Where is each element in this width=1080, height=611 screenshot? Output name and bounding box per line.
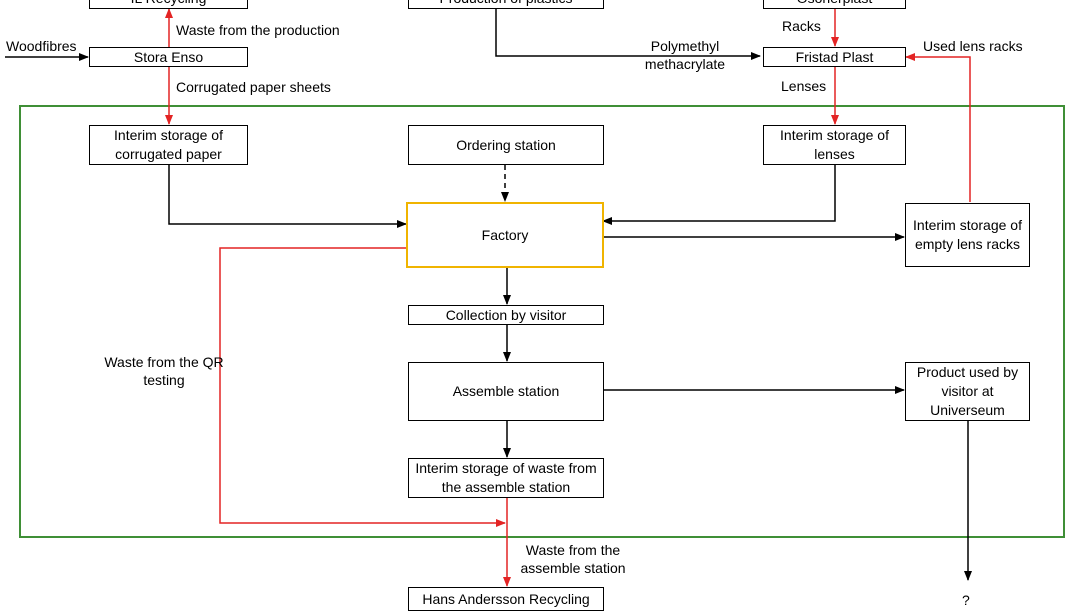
node-fristad-plast-label: Fristad Plast: [795, 48, 874, 65]
label-waste-qr: Waste from the QR testing: [104, 354, 224, 388]
label-lenses: Lenses: [781, 78, 827, 94]
node-interim-waste-assemble: Interim storage of waste from the assemb…: [408, 458, 604, 498]
node-osonerplast: Osonerplast: [763, 0, 906, 9]
node-interim-lenses: Interim storage of lenses: [763, 125, 906, 165]
node-product-used: Product used by visitor at Universeum: [905, 362, 1030, 421]
label-corrugated-sheets: Corrugated paper sheets: [176, 79, 331, 95]
node-osonerplast-label: Osonerplast: [797, 0, 872, 8]
node-stora-enso: Stora Enso: [89, 47, 248, 67]
node-collection-visitor: Collection by visitor: [408, 305, 604, 325]
node-il-recycling: IL Recycling: [89, 0, 248, 9]
end-symbol: ?: [962, 592, 970, 608]
node-interim-corrugated: Interim storage of corrugated paper: [89, 125, 248, 165]
node-fristad-plast: Fristad Plast: [763, 47, 906, 67]
node-interim-empty-racks: Interim storage of empty lens racks: [905, 203, 1030, 267]
label-used-lens-racks: Used lens racks: [923, 38, 1023, 54]
node-hans-andersson: Hans Andersson Recycling: [408, 587, 604, 611]
node-collection-visitor-label: Collection by visitor: [445, 306, 567, 323]
node-production-plastics-label: Production of plastics: [439, 0, 572, 8]
edge-waste-qr: [219, 247, 506, 527]
node-interim-lenses-label: Interim storage of lenses: [780, 127, 889, 162]
node-ordering-station: Ordering station: [408, 125, 604, 165]
node-interim-empty-racks-label: Interim storage of empty lens racks: [913, 217, 1022, 252]
node-product-used-label: Product used by visitor at Universeum: [916, 364, 1019, 418]
node-assemble-station: Assemble station: [408, 362, 604, 421]
node-assemble-station-label: Assemble station: [452, 383, 560, 399]
node-il-recycling-label: IL Recycling: [131, 0, 207, 8]
node-production-plastics: Production of plastics: [408, 0, 604, 9]
node-ordering-station-label: Ordering station: [456, 136, 556, 153]
node-interim-waste-assemble-label: Interim storage of waste from the assemb…: [415, 460, 597, 495]
label-waste-assemble: Waste from the assemble station: [520, 542, 626, 576]
label-waste-production: Waste from the production: [176, 22, 340, 38]
node-factory: Factory: [406, 202, 604, 268]
node-interim-corrugated-label: Interim storage of corrugated paper: [114, 127, 223, 162]
label-racks: Racks: [782, 18, 821, 34]
universeum-boundary: [19, 105, 1065, 538]
node-factory-label: Factory: [481, 226, 529, 243]
label-woodfibres: Woodfibres: [6, 38, 77, 54]
label-polymethyl: Polymethyl methacrylate: [644, 38, 726, 72]
edge-lenses-to-factory: [602, 165, 836, 225]
node-stora-enso-label: Stora Enso: [133, 48, 204, 65]
edge-corrugated-to-factory: [168, 165, 407, 228]
edge-used-lens-racks: [905, 53, 971, 202]
edge-polymethyl: [495, 9, 761, 60]
